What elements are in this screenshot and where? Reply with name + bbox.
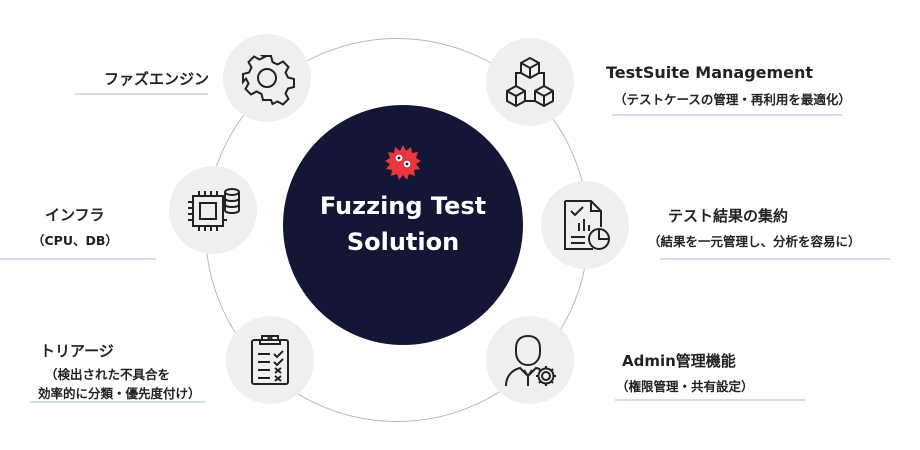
- testsuite-subtitle: （テストケースの管理・再利用を最適化）: [614, 92, 851, 107]
- triage-title: トリアージ: [40, 342, 114, 360]
- divider: [0, 258, 156, 260]
- infra-node: [169, 166, 257, 254]
- admin-node: [486, 316, 574, 404]
- center-title-line1: Fuzzing Test: [319, 192, 487, 220]
- center-title-line2: Solution: [346, 228, 460, 256]
- testsuite-node: [486, 38, 574, 126]
- cpu-database-icon: [188, 188, 240, 231]
- results-title: テスト結果の集約: [668, 207, 789, 225]
- infra-title: インフラ: [45, 206, 105, 224]
- fuzz-engine-node: [223, 34, 311, 122]
- triage-node: [226, 316, 314, 404]
- divider: [30, 401, 205, 403]
- testsuite-title: TestSuite Management: [606, 63, 814, 82]
- gear-icon: [242, 55, 295, 106]
- admin-user-gear-icon: [505, 334, 556, 387]
- cubes-icon: [506, 56, 554, 108]
- center-circle: Fuzzing Test Solution: [283, 105, 523, 345]
- divider: [660, 258, 890, 260]
- infra-subtitle: （CPU、DB）: [32, 233, 118, 248]
- admin-title: Admin管理機能: [622, 352, 736, 370]
- divider: [615, 399, 805, 401]
- triage-subtitle-line1: （検出された不具合を: [45, 367, 171, 382]
- fuzzer-mascot-icon: [385, 145, 421, 180]
- divider: [612, 114, 842, 116]
- report-chart-icon: [564, 200, 610, 250]
- triage-subtitle-line2: 効率的に分類・優先度付け）: [38, 386, 201, 401]
- fuzz-engine-title: ファズエンジン: [104, 70, 210, 88]
- results-subtitle: （結果を一元管理し、分析を容易に）: [648, 234, 861, 249]
- admin-subtitle: （権限管理・共有設定）: [616, 379, 754, 394]
- results-node: [541, 181, 629, 269]
- clipboard-checklist-icon: [251, 335, 289, 385]
- divider: [75, 93, 208, 95]
